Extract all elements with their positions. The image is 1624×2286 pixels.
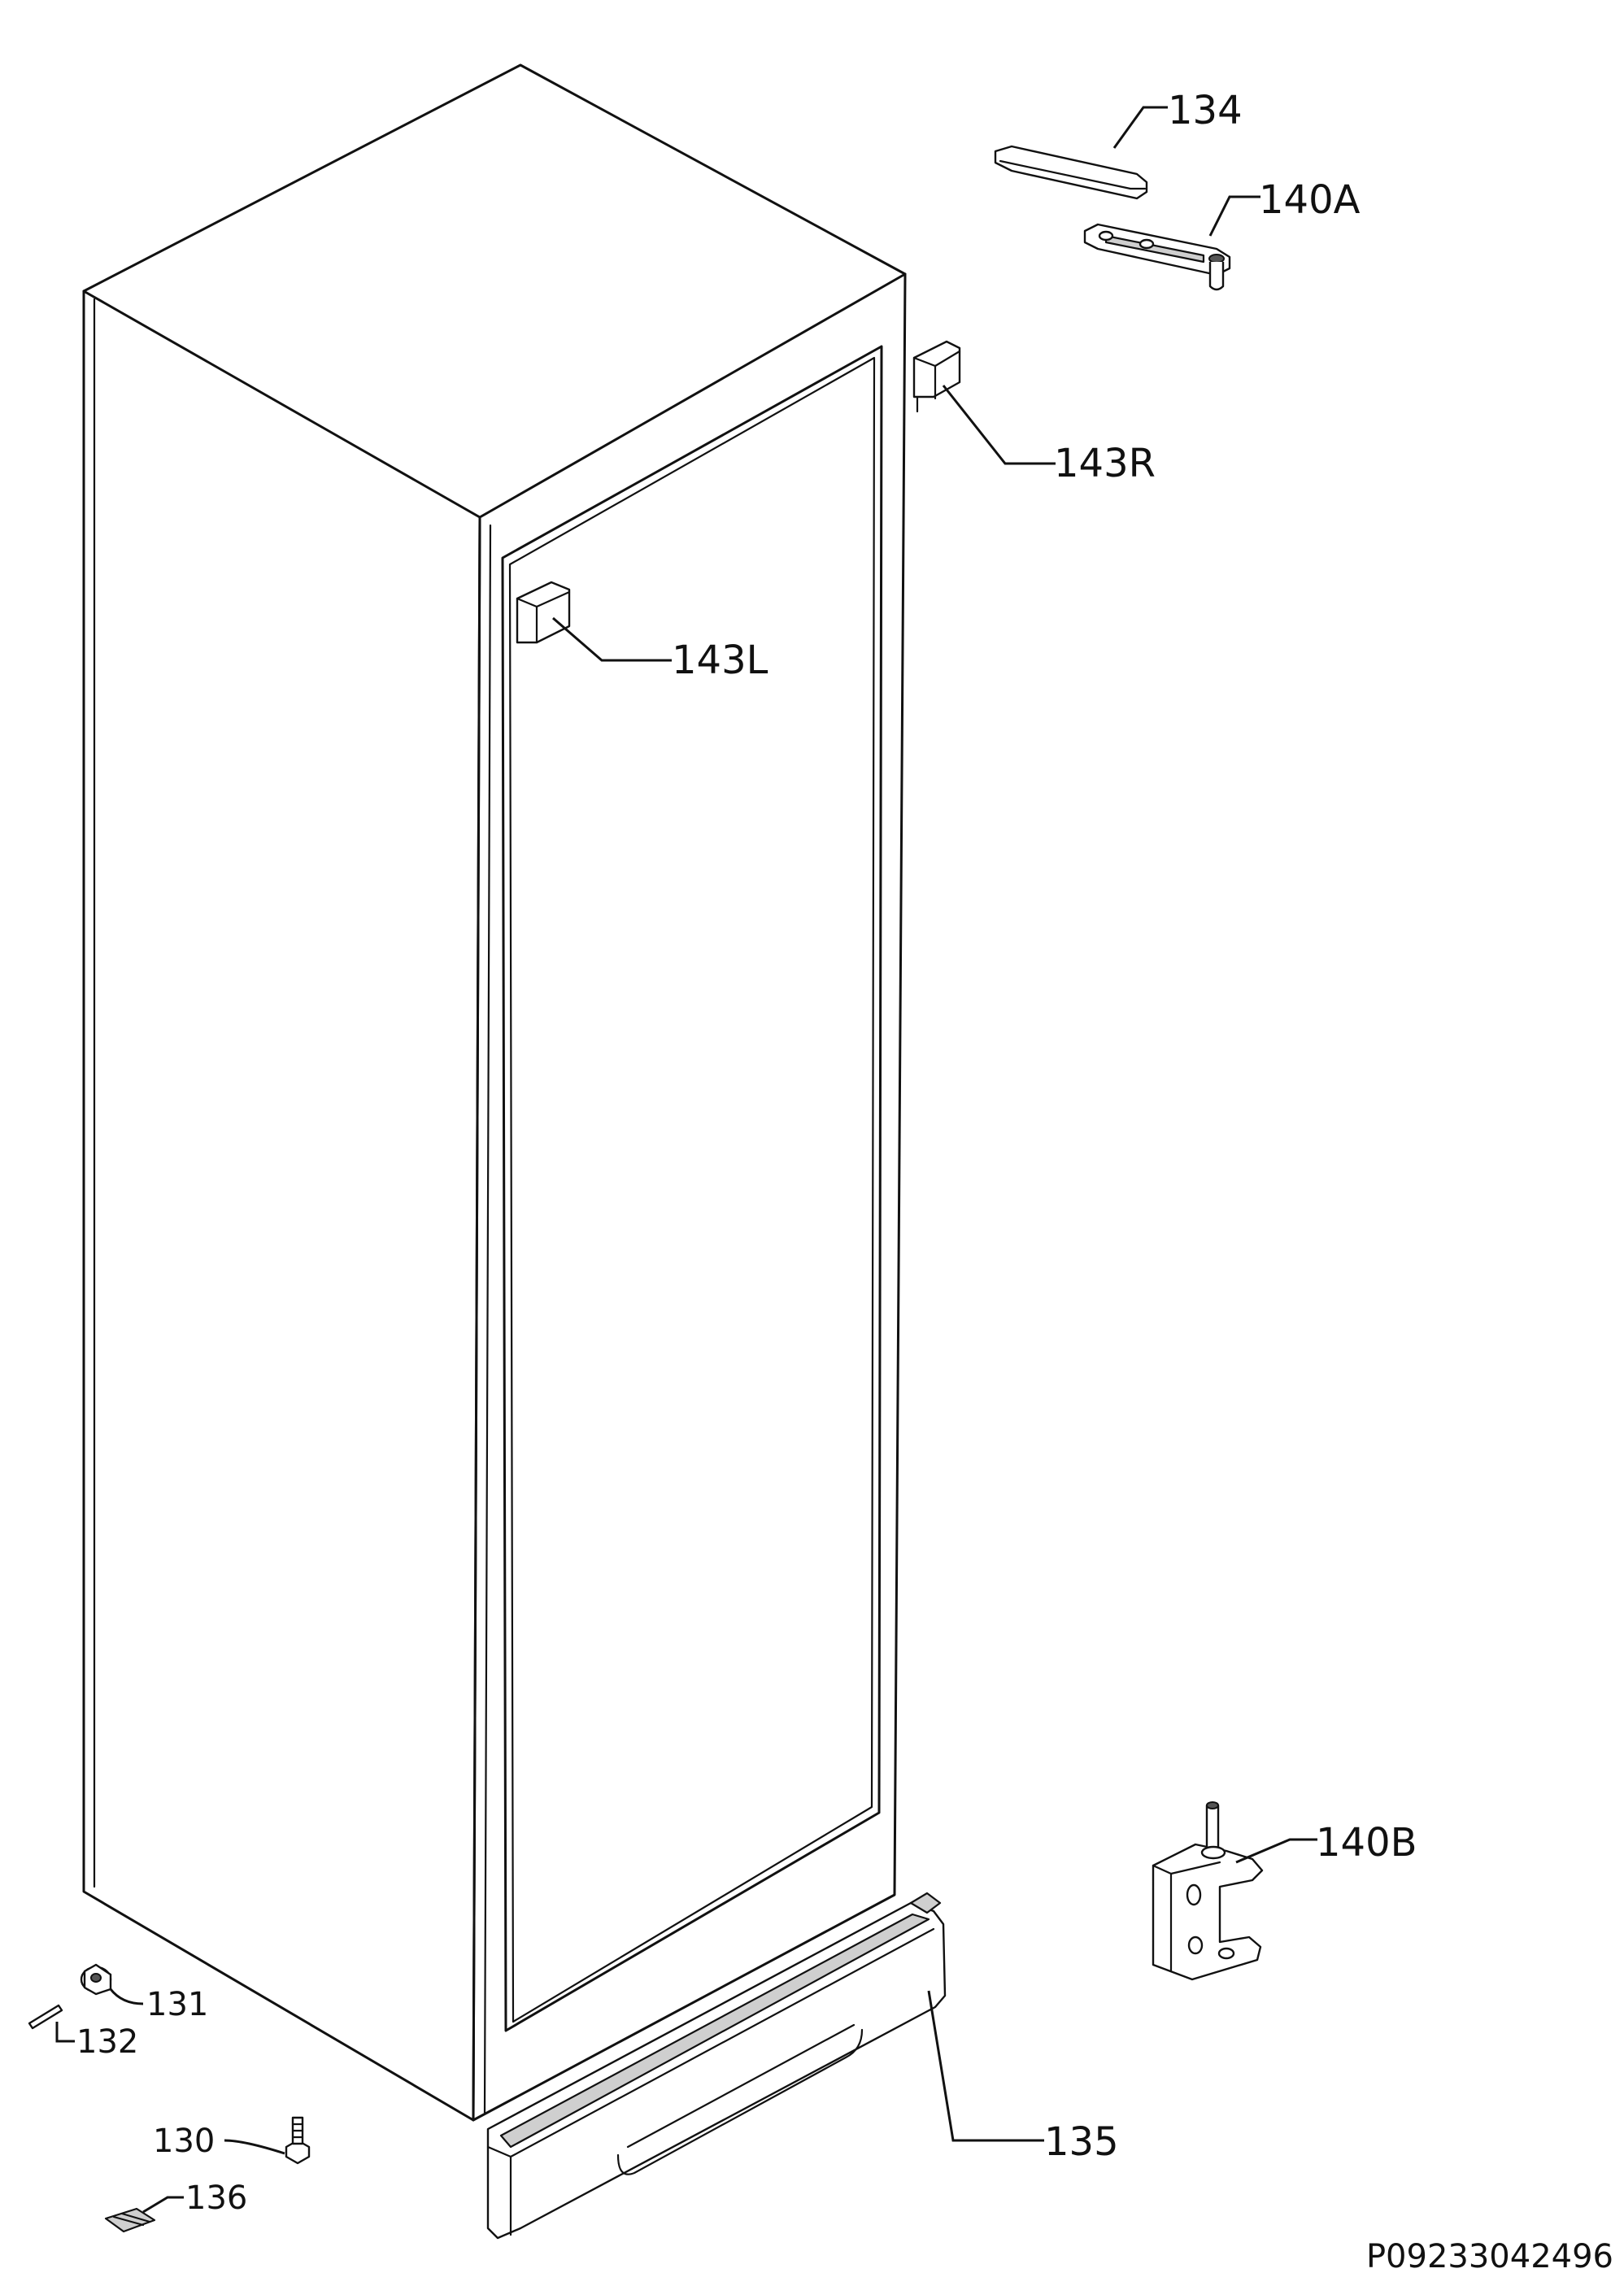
label-140B: 140B xyxy=(1316,1820,1417,1866)
label-136: 136 xyxy=(185,2179,247,2217)
label-143R: 143R xyxy=(1054,441,1156,486)
part-140A-upper-hinge: 140A xyxy=(1083,177,1361,291)
part-143R-door-stop: 143R xyxy=(912,340,1156,486)
part-143L-door-stop: 143L xyxy=(516,581,768,683)
label-140A: 140A xyxy=(1259,177,1361,223)
label-130: 130 xyxy=(153,2123,215,2160)
part-134-hinge-cover: 134 xyxy=(994,88,1243,200)
part-135-base-grille: 135 xyxy=(486,1892,1119,2240)
label-132: 132 xyxy=(76,2023,138,2061)
document-code: P09233042496 xyxy=(1366,2238,1613,2275)
label-131: 131 xyxy=(146,1986,208,2023)
cabinet xyxy=(82,63,907,2122)
label-134: 134 xyxy=(1168,88,1243,133)
part-136-clip: 136 xyxy=(104,2179,247,2233)
part-131-bushing: 131 xyxy=(80,1963,208,2023)
door-panel xyxy=(501,345,883,2032)
part-140B-lower-hinge: 140B xyxy=(1152,1801,1417,1981)
label-143L: 143L xyxy=(672,638,768,683)
part-130-adjustable-foot: 130 xyxy=(153,2116,311,2165)
part-132-pin: 132 xyxy=(28,2004,138,2061)
label-135: 135 xyxy=(1044,2119,1119,2165)
